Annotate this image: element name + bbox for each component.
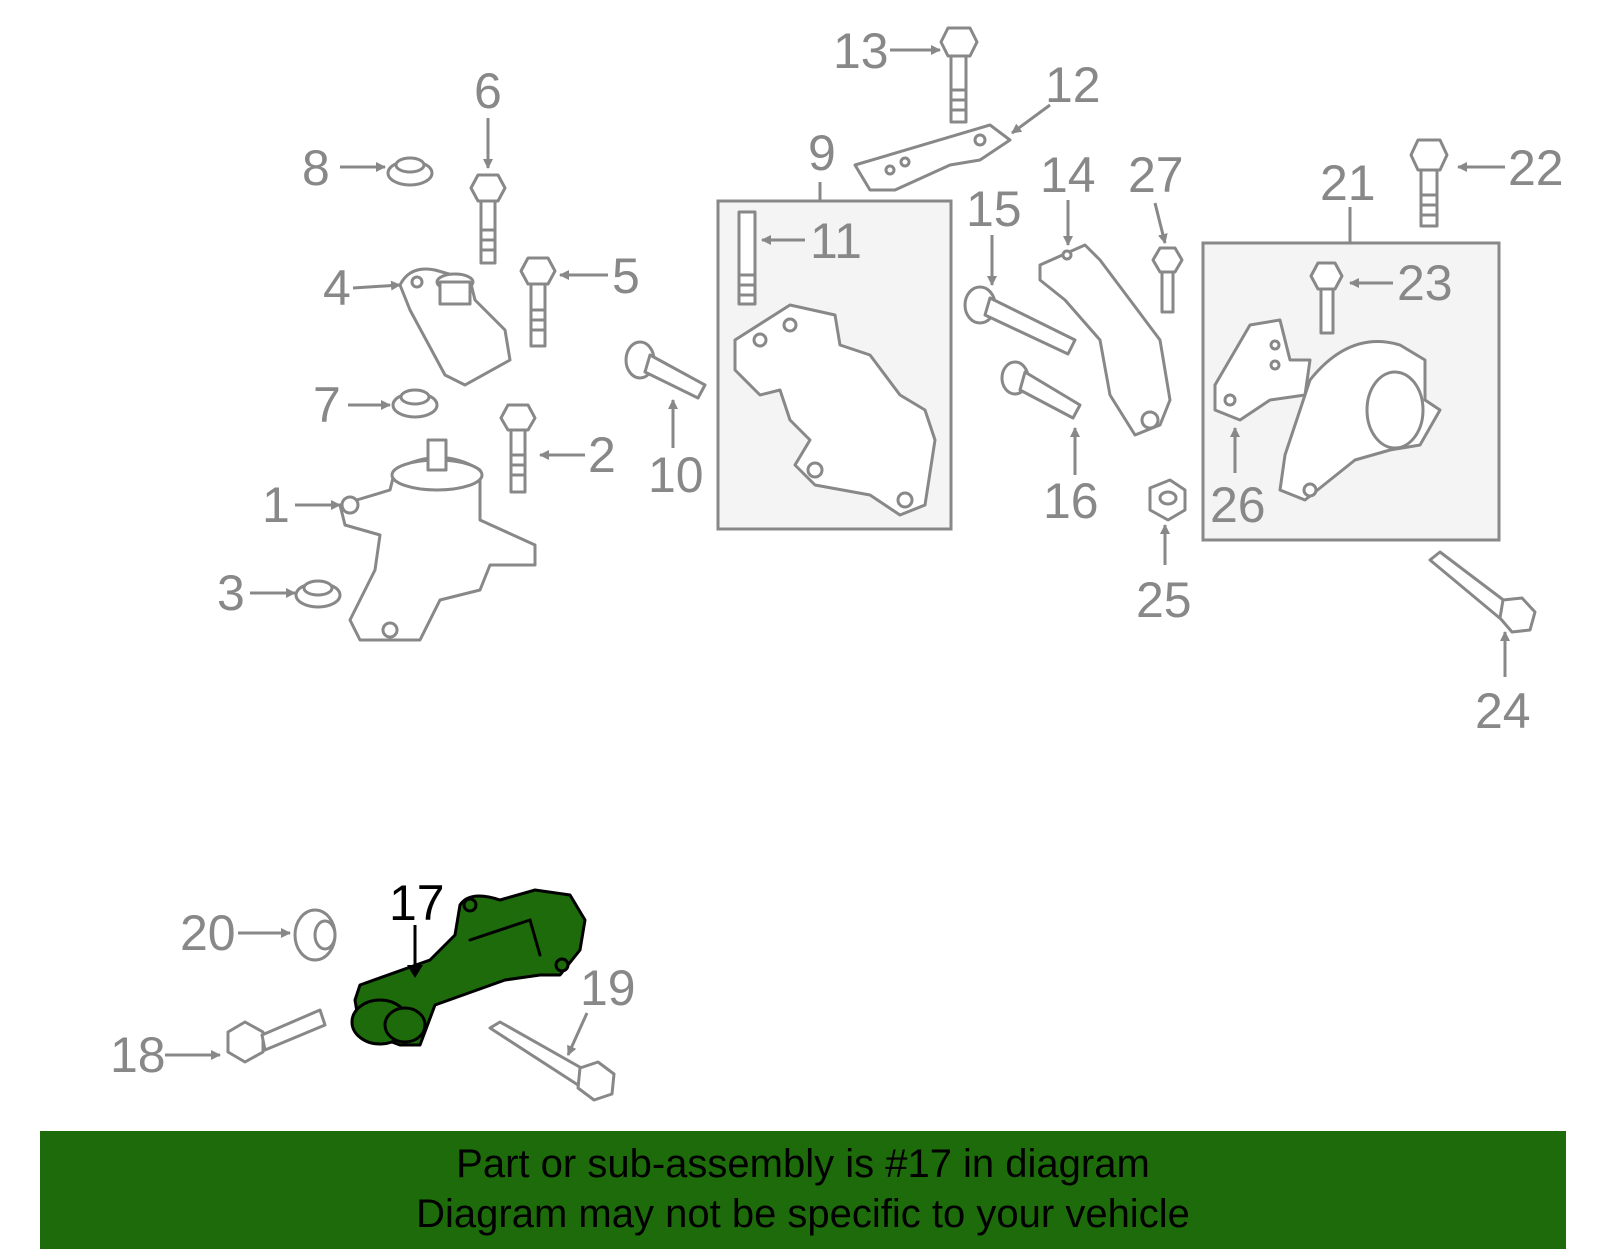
part-4-bracket[interactable] [398, 267, 512, 387]
callout-18: 18 [110, 1027, 166, 1083]
callout-6: 6 [474, 63, 502, 119]
callout-7: 7 [313, 377, 341, 433]
callout-8: 8 [302, 140, 330, 196]
callout-17: 17 [389, 875, 445, 931]
callout-20: 20 [180, 905, 236, 961]
part-6-bolt[interactable] [469, 173, 507, 265]
callout-25: 25 [1136, 572, 1192, 628]
callout-13: 13 [833, 23, 889, 79]
part-22-bolt[interactable] [1409, 138, 1449, 228]
callout-16: 16 [1043, 473, 1099, 529]
part-17-torque-rod-mount[interactable] [350, 888, 587, 1047]
part-27-bolt[interactable] [1151, 246, 1184, 314]
callout-11: 11 [810, 213, 862, 269]
part-14-bracket[interactable] [1038, 243, 1172, 437]
callout-22: 22 [1508, 140, 1564, 196]
callout-2: 2 [588, 427, 616, 483]
banner-line-2: Diagram may not be specific to your vehi… [416, 1192, 1190, 1236]
part-24-bolt[interactable] [1428, 550, 1537, 634]
callout-10: 10 [648, 447, 704, 503]
info-banner: Part or sub-assembly is #17 in diagram D… [40, 1131, 1566, 1249]
leader-arrows [165, 45, 1510, 1060]
part-5-bolt[interactable] [519, 256, 557, 348]
part-2-bolt[interactable] [499, 403, 537, 494]
callout-14: 14 [1040, 147, 1096, 203]
callout-19: 19 [580, 960, 636, 1016]
callout-4: 4 [323, 260, 351, 316]
part-3-nut[interactable] [294, 579, 342, 609]
part-10-bolt[interactable] [624, 340, 707, 400]
part-15-bolt[interactable] [963, 285, 1077, 356]
part-16-bolt[interactable] [1000, 360, 1082, 420]
part-11-stud[interactable] [737, 210, 757, 306]
part-23-bolt[interactable] [1309, 261, 1344, 335]
part-20-nut[interactable] [293, 908, 337, 962]
part-26-bracket[interactable] [1213, 318, 1312, 422]
part-1-engine-mount[interactable] [338, 438, 537, 642]
callout-23: 23 [1397, 255, 1453, 311]
callout-27: 27 [1128, 147, 1184, 203]
callout-26: 26 [1210, 477, 1266, 533]
part-13-bolt[interactable] [939, 26, 979, 124]
part-7-nut[interactable] [391, 388, 439, 419]
callout-21: 21 [1320, 155, 1376, 211]
part-8-nut[interactable] [386, 156, 434, 187]
callout-5: 5 [612, 248, 640, 304]
part-21-mount[interactable] [1278, 340, 1442, 502]
callout-12: 12 [1045, 57, 1101, 113]
part-18-bolt[interactable] [226, 1008, 327, 1064]
part-9-transmission-mount[interactable] [733, 303, 937, 517]
callout-3: 3 [217, 565, 245, 621]
callout-9: 9 [808, 125, 836, 181]
part-25-nut[interactable] [1148, 478, 1187, 522]
callout-1: 1 [262, 477, 290, 533]
banner-line-1: Part or sub-assembly is #17 in diagram [456, 1142, 1150, 1186]
part-19-bolt[interactable] [488, 1020, 616, 1102]
part-12-plate[interactable] [853, 123, 1012, 192]
callout-24: 24 [1475, 683, 1531, 739]
callout-15: 15 [966, 181, 1022, 237]
callout-labels: 1 2 3 4 5 6 7 8 9 10 11 12 13 14 15 16 1… [110, 23, 1564, 1083]
